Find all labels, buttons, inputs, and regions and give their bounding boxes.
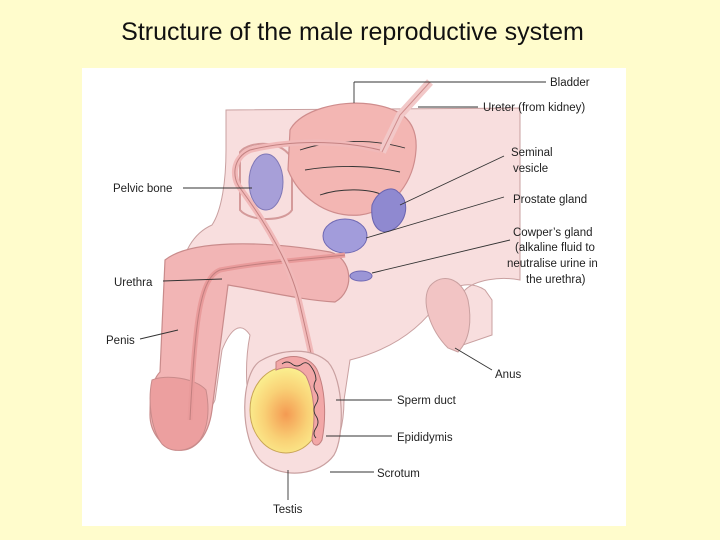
pelvic-bone-ring bbox=[239, 142, 293, 220]
prostate-gland bbox=[322, 218, 368, 254]
slide-title: Structure of the male reproductive syste… bbox=[121, 18, 584, 46]
label-urethra: Urethra bbox=[114, 277, 153, 289]
label-testis: Testis bbox=[273, 504, 303, 516]
cowpers-gland bbox=[349, 270, 373, 282]
label-anus: Anus bbox=[495, 369, 521, 381]
label-bladder: Bladder bbox=[550, 77, 590, 89]
anus-fold bbox=[425, 277, 471, 353]
label-cowpers-line3: neutralise urine in bbox=[507, 258, 598, 270]
bladder bbox=[287, 102, 417, 216]
pelvic-bone bbox=[248, 153, 284, 211]
label-scrotum: Scrotum bbox=[377, 468, 420, 480]
label-epididymis: Epididymis bbox=[397, 432, 453, 444]
label-prostate-gland: Prostate gland bbox=[513, 194, 587, 206]
label-cowpers-line2: (alkaline fluid to bbox=[515, 242, 595, 254]
label-pelvic-bone: Pelvic bone bbox=[113, 183, 172, 195]
label-seminal-vesicle-line2: vesicle bbox=[513, 163, 548, 175]
label-seminal-vesicle: Seminal bbox=[511, 147, 553, 159]
label-cowpers-gland: Cowper’s gland bbox=[513, 227, 592, 239]
label-sperm-duct: Sperm duct bbox=[397, 395, 457, 407]
glans bbox=[149, 376, 209, 451]
label-cowpers-line4: the urethra) bbox=[526, 274, 586, 286]
epididymis bbox=[275, 356, 326, 446]
label-penis: Penis bbox=[106, 335, 135, 347]
label-ureter: Ureter (from kidney) bbox=[483, 102, 585, 114]
seminal-vesicle bbox=[371, 188, 407, 233]
